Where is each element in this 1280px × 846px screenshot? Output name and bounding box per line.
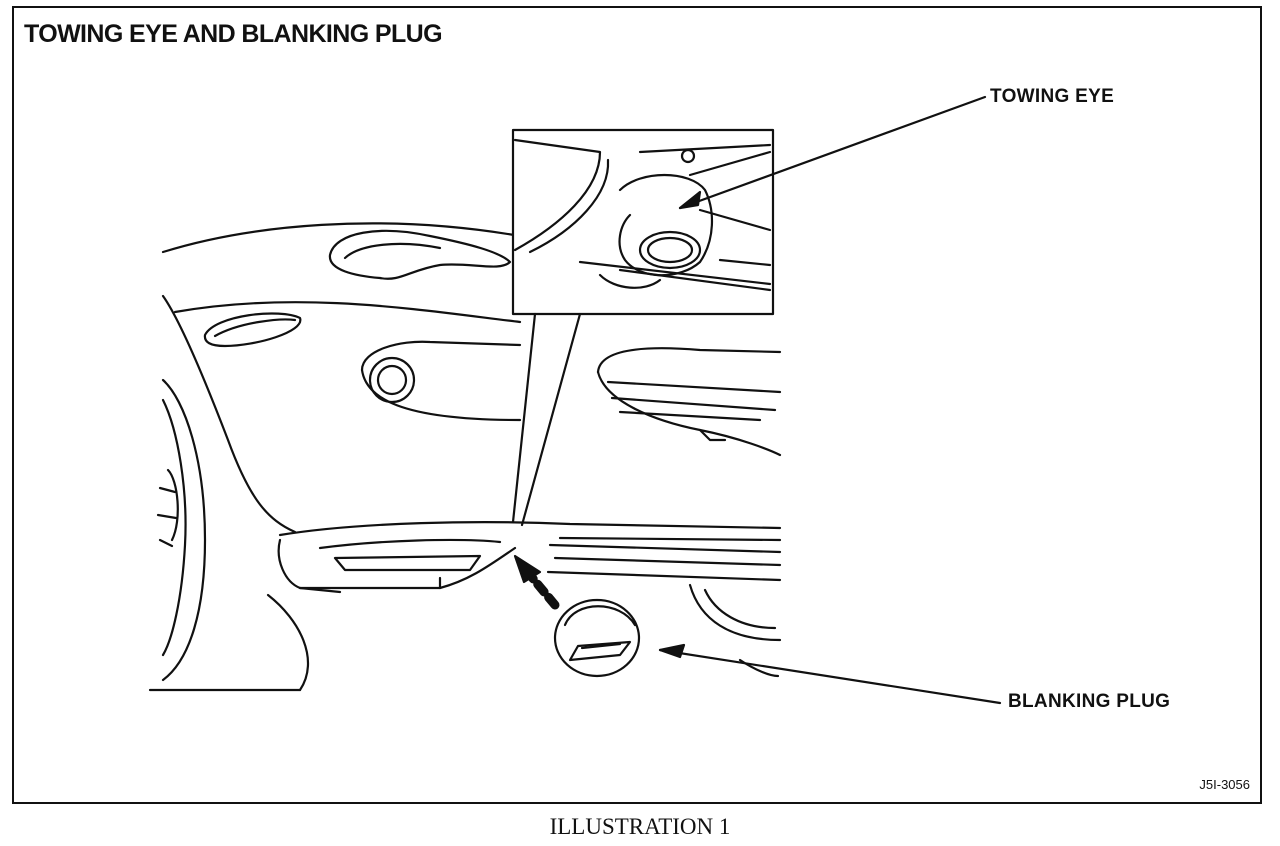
front-spoiler	[278, 521, 782, 537]
towing-eye-leader	[678, 95, 987, 210]
blanking-plug-shape	[553, 598, 641, 678]
grille	[596, 347, 782, 374]
blanking-plug-leader	[658, 648, 1002, 705]
hood-vent	[328, 229, 512, 280]
towing-eye-shape	[618, 174, 714, 277]
blanking-plug-label: BLANKING PLUG	[1008, 691, 1171, 712]
reference-code: J5I-3056	[1199, 777, 1250, 792]
headlamp	[360, 340, 522, 372]
fender-outline	[161, 294, 297, 534]
front-wheel	[161, 378, 207, 682]
towing-eye-label: TOWING EYE	[990, 86, 1115, 107]
hood-line	[161, 222, 522, 254]
insertion-arrow	[525, 570, 560, 610]
diagram-title: TOWING EYE AND BLANKING PLUG	[24, 20, 443, 48]
side-marker	[203, 312, 302, 348]
illustration-caption: ILLUSTRATION 1	[549, 814, 731, 839]
